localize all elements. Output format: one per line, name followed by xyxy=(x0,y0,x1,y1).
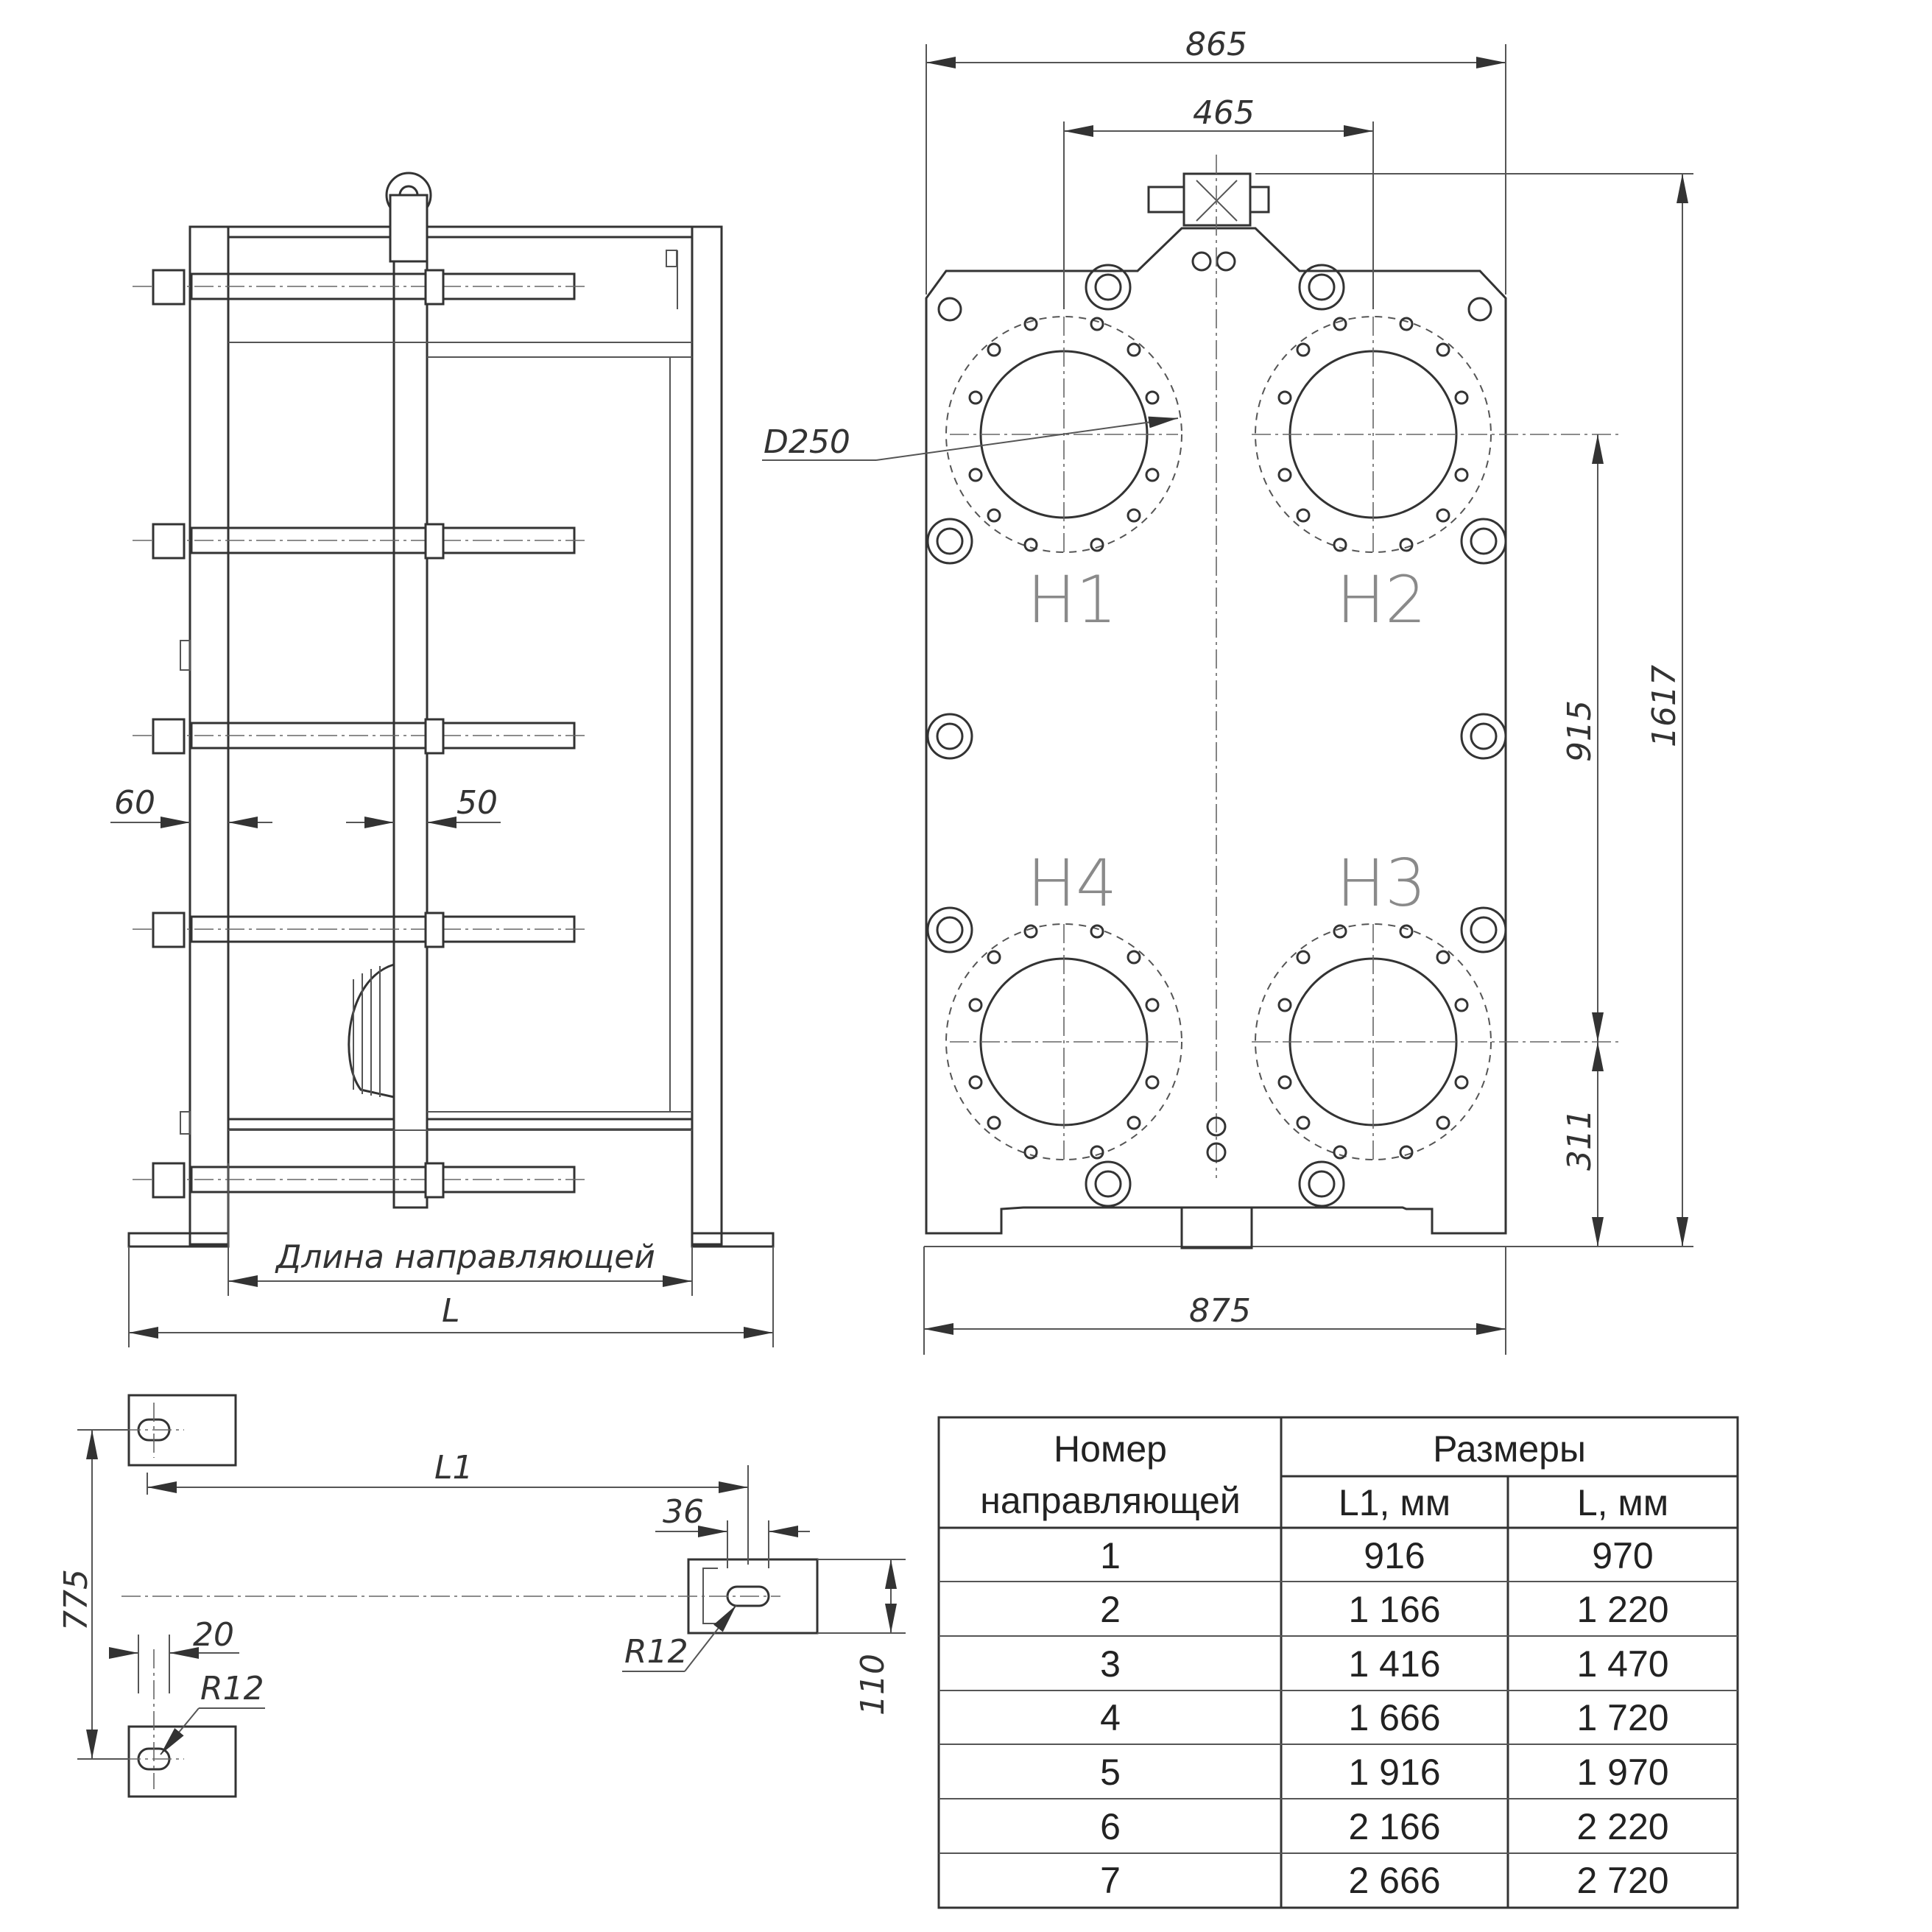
table-cell-l1: 916 xyxy=(1364,1535,1425,1576)
table-row: 6 2 166 2 220 xyxy=(1100,1806,1668,1847)
table-cell-l1: 1 666 xyxy=(1348,1697,1440,1738)
table-cell-number: 4 xyxy=(1100,1697,1121,1738)
table-header-number-1: Номер xyxy=(1054,1428,1167,1470)
port-label-h4: H4 xyxy=(1027,845,1117,921)
table-cell-l: 1 720 xyxy=(1576,1697,1668,1738)
dim-slot-width-bottom: 20 xyxy=(193,1616,234,1654)
dim-frame-plate: 60 xyxy=(114,784,155,822)
table-cell-l1: 1 916 xyxy=(1348,1752,1440,1793)
dim-bottom-port-height: 311 xyxy=(1561,1109,1598,1171)
table-cell-l: 2 720 xyxy=(1576,1860,1668,1901)
table-cell-l1: 1 166 xyxy=(1348,1589,1440,1630)
table-cell-number: 1 xyxy=(1100,1535,1121,1576)
table-header-sizes: Размеры xyxy=(1433,1428,1586,1470)
dim-width-bottom: 875 xyxy=(1189,1292,1251,1330)
dim-width-top: 865 xyxy=(1185,26,1247,63)
table-cell-l: 2 220 xyxy=(1576,1806,1668,1847)
port-h3 xyxy=(1252,923,1620,1160)
port-label-h3: H3 xyxy=(1336,845,1426,921)
port-label-h2: H2 xyxy=(1336,562,1426,638)
dim-slot-width-top: 36 xyxy=(663,1493,704,1531)
port-h4 xyxy=(945,923,1182,1160)
table-header-number-2: направляющей xyxy=(980,1480,1241,1521)
table-row: 2 1 166 1 220 xyxy=(1100,1589,1668,1630)
dim-vertical-port-spacing: 915 xyxy=(1561,700,1598,762)
table-cell-number: 2 xyxy=(1100,1589,1121,1630)
dim-guide-height: 775 xyxy=(57,1569,95,1631)
dim-guide-end-height: 110 xyxy=(854,1654,892,1716)
port-h2 xyxy=(1252,316,1620,553)
port-label-h1: H1 xyxy=(1027,562,1117,638)
table-cell-l1: 2 166 xyxy=(1348,1806,1440,1847)
table-header-l: L, мм xyxy=(1577,1482,1668,1523)
table-row: 4 1 666 1 720 xyxy=(1100,1697,1668,1738)
table-cell-number: 3 xyxy=(1100,1643,1121,1685)
clamping-bolts xyxy=(926,264,1507,1208)
dimensions-table: Номер направляющей Размеры L1, мм L, мм … xyxy=(937,1416,1739,1909)
table-cell-l1: 2 666 xyxy=(1348,1860,1440,1901)
table-cell-number: 6 xyxy=(1100,1806,1121,1847)
table-cell-number: 7 xyxy=(1100,1860,1121,1901)
dim-slot-radius-right: R12 xyxy=(624,1633,688,1671)
dim-port-diameter: D250 xyxy=(764,423,850,461)
table-row: 1 916 970 xyxy=(1100,1535,1654,1576)
tie-bolts xyxy=(133,269,589,1199)
side-view: 60 50 Длина направляющей L xyxy=(110,172,775,1347)
table-row: 3 1 416 1 470 xyxy=(1100,1643,1668,1685)
dim-slot-radius-bottom: R12 xyxy=(200,1670,264,1707)
table-header-l1: L1, мм xyxy=(1339,1482,1450,1523)
port-h1 xyxy=(945,316,1182,553)
table-cell-l1: 1 416 xyxy=(1348,1643,1440,1685)
table-cell-l: 1 220 xyxy=(1576,1589,1668,1630)
dim-ports-spacing: 465 xyxy=(1193,94,1255,132)
table-cell-l: 1 470 xyxy=(1576,1643,1668,1685)
table-row: 7 2 666 2 720 xyxy=(1100,1860,1668,1901)
table-cell-number: 5 xyxy=(1100,1752,1121,1793)
table-cell-l: 1 970 xyxy=(1576,1752,1668,1793)
dim-height-total: 1617 xyxy=(1646,665,1683,747)
guide-detail: 775 L1 36 110 R12 20 R12 xyxy=(57,1394,906,1798)
front-view: H1 H2 H4 H3 D250 865 465 1617 915 311 xyxy=(762,26,1693,1355)
dim-guide-l1: L1 xyxy=(434,1449,473,1487)
table-cell-l: 970 xyxy=(1592,1535,1653,1576)
dim-guide-length: Длина направляющей xyxy=(275,1238,655,1276)
dim-pressure-plate: 50 xyxy=(456,784,498,822)
dim-overall-length: L xyxy=(442,1292,460,1330)
table-row: 5 1 916 1 970 xyxy=(1100,1752,1668,1793)
